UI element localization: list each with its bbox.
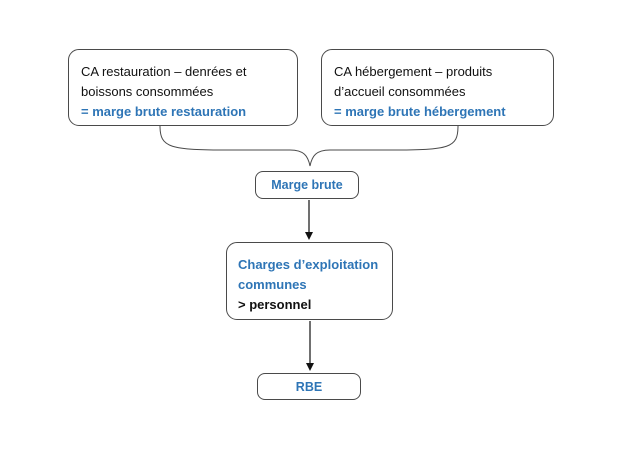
hebergement-line-1: CA hébergement – produits xyxy=(334,64,493,79)
marge-brute-label: Marge brute xyxy=(271,178,343,192)
rbe-box: RBE xyxy=(257,373,361,400)
charges-box: Charges d’exploitation communes > person… xyxy=(226,242,393,320)
restauration-line-1: CA restauration – denrées et xyxy=(81,64,247,79)
charges-detail: > personnel xyxy=(238,297,312,312)
hebergement-line-2: d’accueil consommées xyxy=(334,84,466,99)
merge-brace xyxy=(159,125,459,167)
restauration-line-2: boissons consommées xyxy=(81,84,214,99)
hebergement-box: CA hébergement – produits d’accueil cons… xyxy=(321,49,554,126)
hebergement-result: = marge brute hébergement xyxy=(334,104,506,119)
marge-brute-box: Marge brute xyxy=(255,171,359,199)
charges-title-line-2: communes xyxy=(238,277,307,292)
charges-title-line-1: Charges d’exploitation xyxy=(238,257,379,272)
restauration-box: CA restauration – denrées et boissons co… xyxy=(68,49,298,126)
rbe-label: RBE xyxy=(295,379,323,394)
restauration-result: = marge brute restauration xyxy=(81,104,247,119)
